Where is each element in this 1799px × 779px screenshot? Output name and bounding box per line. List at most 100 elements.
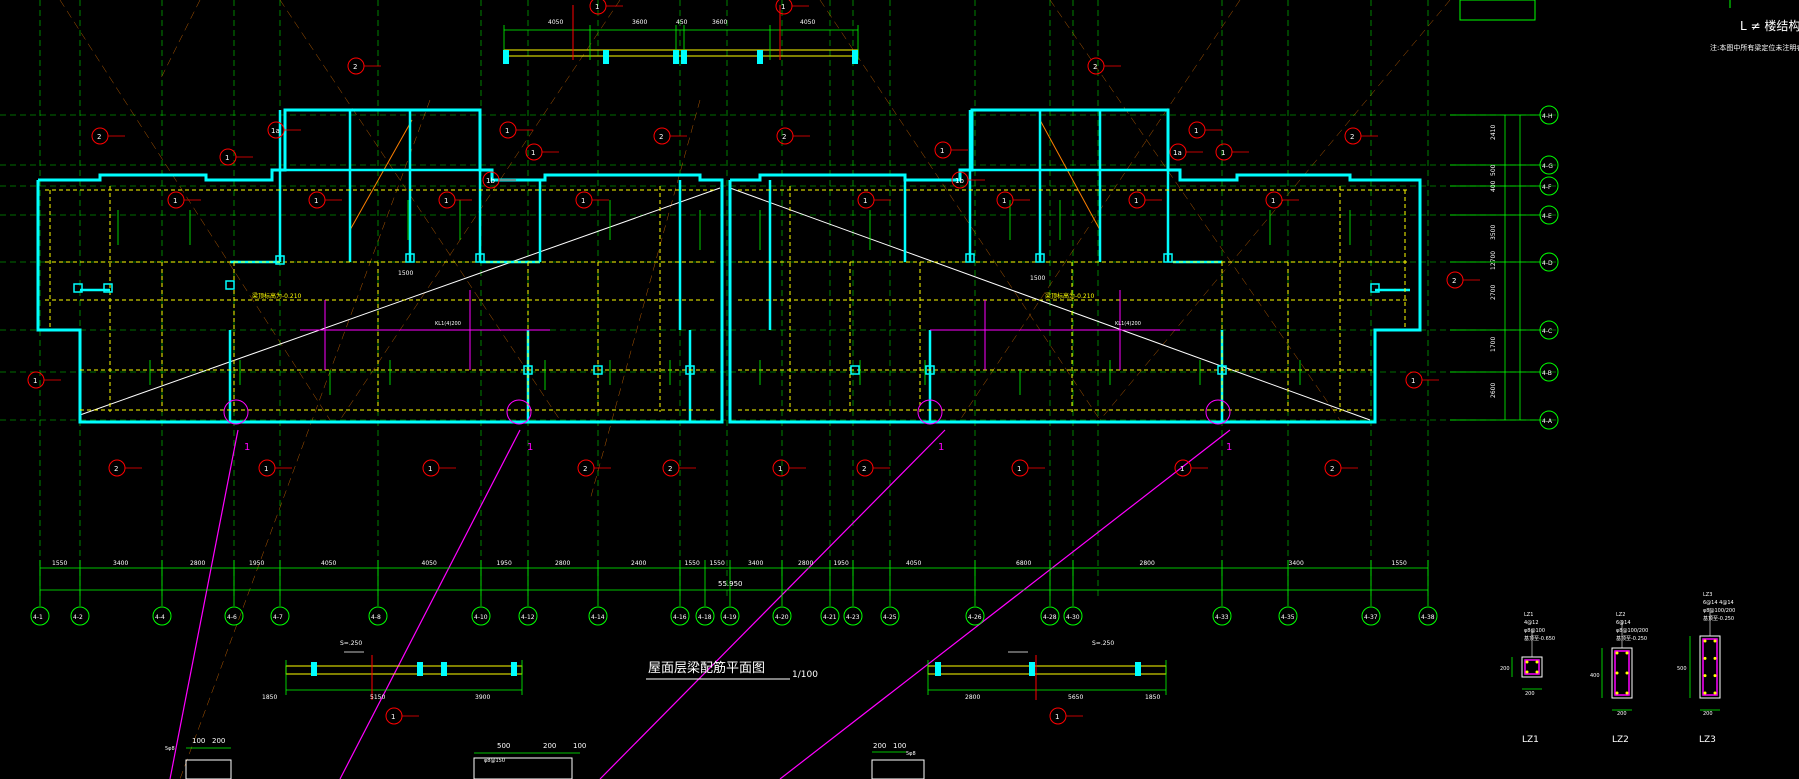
callout-num-1: 1: [527, 442, 533, 453]
axis-label-12: 4-20: [775, 614, 789, 621]
callout-circle-0: [223, 399, 249, 425]
drawing-title: 屋面层梁配筋平面图: [648, 660, 765, 676]
dim-right-3: 3500: [1490, 225, 1497, 240]
lz3-bar-r-3: [1713, 691, 1717, 695]
dim-bottom-10: 1550: [710, 560, 725, 567]
tag-label-28: 2: [583, 465, 587, 473]
top-strip-col-1: [603, 50, 609, 64]
dim-bottom-13: 1950: [834, 560, 849, 567]
leader-2: [599, 429, 946, 779]
column-lz3-note2: 6@14 4@14: [1703, 600, 1734, 606]
axis-bubble-18: [1063, 606, 1083, 626]
axis-bubble-16: [965, 606, 985, 626]
left-strip-dim-1: 1850: [262, 694, 277, 701]
reference-diagonals: [59, 0, 1451, 779]
left-strip-col-3: [511, 662, 517, 676]
lz1-bar-r-1: [1535, 670, 1539, 674]
left-strip-dim-3: 3900: [475, 694, 490, 701]
dim-bottom-1: 3400: [113, 560, 128, 567]
dim-bottom-18: 1550: [1392, 560, 1407, 567]
tag-label-1: 1: [225, 154, 229, 162]
tag-label-36: 1: [1055, 713, 1059, 721]
right-strip-col-2: [1135, 662, 1141, 676]
dim-bottom-14: 4050: [906, 560, 921, 567]
axis-r-bubble-7: [1539, 410, 1559, 430]
tag-label-3: 1: [595, 3, 599, 11]
axis-r-label-4: 4-D: [1542, 260, 1553, 267]
callout-num-2: 1: [938, 442, 944, 453]
axis-label-1: 4-2: [73, 614, 83, 621]
tag-label-26: 1: [264, 465, 268, 473]
column-lz3-name: LZ3: [1699, 735, 1716, 745]
axis-bubble-19: [1212, 606, 1232, 626]
dim-right-5: 2700: [1490, 285, 1497, 300]
axis-label-22: 4-38: [1421, 614, 1435, 621]
tag-label-11: 1: [581, 197, 585, 205]
detail-1-label: 5φ8: [165, 746, 175, 752]
column-lz1-note1: LZ1: [1524, 612, 1533, 618]
lz1-bar-l-0: [1525, 660, 1529, 664]
lz3-bar-r-2: [1713, 674, 1717, 678]
axis-r-bubble-5: [1539, 320, 1559, 340]
axis-bubble-4: [270, 606, 290, 626]
axis-label-15: 4-25: [883, 614, 897, 621]
column-4: [405, 253, 415, 263]
axis-bubble-11: [720, 606, 740, 626]
dim-bottom-3: 1950: [249, 560, 264, 567]
tag-label-38: 1a: [1173, 149, 1182, 157]
diag-7: [1099, 0, 1451, 421]
axis-bubble-20: [1278, 606, 1298, 626]
callout-circle-1: [506, 399, 532, 425]
column-lz1-note2: 4@12: [1524, 620, 1539, 626]
tag-label-34: 2: [1330, 465, 1334, 473]
axis-label-8: 4-14: [591, 614, 605, 621]
right-strip-col-1: [1029, 662, 1035, 676]
top-strip-col-4: [757, 50, 763, 64]
axis-label-11: 4-19: [723, 614, 737, 621]
top-right-title: L ≠ 楼结构标准: [1740, 18, 1799, 33]
axis-r-bubble-6: [1539, 362, 1559, 382]
left-strip-col-1: [417, 662, 423, 676]
axis-r-label-5: 4-C: [1542, 328, 1552, 335]
axis-bubble-5: [368, 606, 388, 626]
column-lz1-note4: 基顶至-0.650: [1524, 635, 1555, 642]
axis-bubble-1: [70, 606, 90, 626]
dim-bottom-0: 1550: [52, 560, 67, 567]
lz3-bar-l-3: [1703, 691, 1707, 695]
white-diag-right: [729, 187, 1371, 421]
column-lz3-h: 500: [1677, 666, 1687, 672]
axis-label-4: 4-7: [273, 614, 283, 621]
tag-label-29: 2: [668, 465, 672, 473]
dim-right-4: 12700: [1490, 251, 1497, 270]
top-strip-col-5: [852, 50, 858, 64]
axis-r-bubble-2: [1539, 176, 1559, 196]
column-lz3-note1: LZ3: [1703, 592, 1712, 598]
lz3-bar-l-2: [1703, 674, 1707, 678]
detail-2-box: [473, 757, 573, 779]
column-lz2-h: 400: [1590, 673, 1600, 679]
axis-label-6: 4-10: [474, 614, 488, 621]
axis-label-0: 4-1: [33, 614, 43, 621]
column-lz2-note1: LZ2: [1616, 612, 1625, 618]
dim-bottom-15: 6800: [1016, 560, 1031, 567]
tag-label-2: 2: [353, 63, 357, 71]
axis-label-19: 4-33: [1215, 614, 1229, 621]
lz1-bar-r-0: [1535, 660, 1539, 664]
tag-label-4: 1: [781, 3, 785, 11]
tag-label-23: 1: [1411, 377, 1415, 385]
axis-bubble-17: [1040, 606, 1060, 626]
column-0: [73, 283, 83, 293]
column-lz2-note3: φ8@100/200: [1616, 628, 1648, 634]
column-12: [1035, 253, 1045, 263]
diag-0: [59, 0, 331, 421]
column-1: [103, 283, 113, 293]
axis-label-20: 4-35: [1281, 614, 1295, 621]
column-11: [965, 253, 975, 263]
tag-label-35: 1: [391, 713, 395, 721]
column-lz1-w: 200: [1525, 691, 1535, 697]
white-diag-left: [79, 187, 721, 416]
